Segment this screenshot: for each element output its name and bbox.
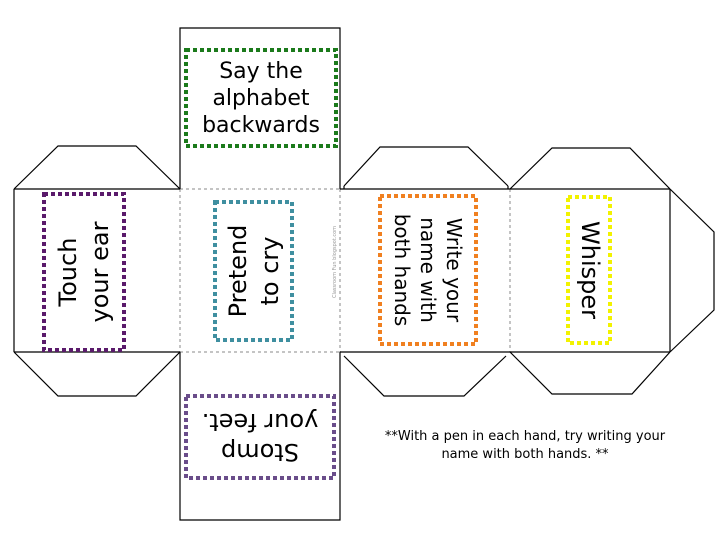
right1-tab-top: [343, 146, 509, 187]
note-line-1: **With a pen in each hand, try writing y…: [384, 429, 666, 444]
right2-tab-top: [509, 147, 671, 190]
bottom-face-text: Stomp your feet.: [186, 396, 334, 478]
left-face-line-1: Touch: [54, 237, 82, 307]
right1-face-line-3: both hands: [390, 213, 414, 327]
left-tab-bottom: [13, 351, 181, 397]
left-face-line-2: your ear: [86, 221, 114, 323]
bottom-face-outline: [179, 352, 341, 521]
left-face-border: [42, 192, 126, 352]
right2-face-border: [566, 195, 612, 345]
right1-face-line-2: name with: [416, 217, 440, 323]
top-face-outline: [179, 27, 341, 189]
center-face-text: Pretend to cry: [216, 201, 292, 341]
right1-tab-bottom: [343, 355, 507, 397]
instruction-note: **With a pen in each hand, try writing y…: [352, 428, 698, 464]
bottom-face-line-2: your feet.: [201, 408, 319, 436]
note-line-2: name with both hands. **: [441, 447, 609, 462]
right1-face-text: Write your name with both hands: [382, 194, 474, 346]
right-side-tab: [669, 188, 715, 353]
top-face-border: [184, 48, 338, 148]
right2-tab-bottom: [509, 351, 671, 395]
top-face-line-3: backwards: [202, 112, 320, 138]
right2-face-text: Whisper: [572, 200, 608, 340]
top-face-text: Say the alphabet backwards: [186, 50, 336, 146]
top-face-line-2: alphabet: [212, 85, 310, 111]
right1-face-line-1: Write your: [442, 217, 466, 323]
right1-face-border: [378, 194, 478, 346]
bottom-face-border: [184, 394, 336, 480]
credit-text: Classroom Fun blogspot.com: [332, 225, 338, 299]
top-face-line-1: Say the: [219, 58, 303, 84]
left-face-text: Touch your ear: [46, 194, 122, 350]
right2-face-line-1: Whisper: [576, 221, 605, 319]
center-face-line-1: Pretend: [224, 224, 252, 318]
center-face-border: [213, 200, 294, 342]
center-face-line-2: to cry: [256, 236, 284, 306]
bottom-face-line-1: Stomp: [221, 438, 299, 466]
left-tab-top: [13, 145, 181, 190]
